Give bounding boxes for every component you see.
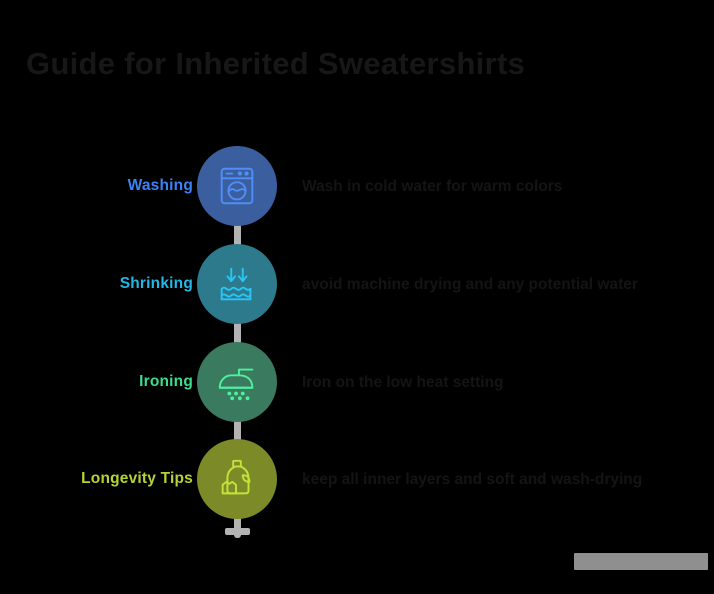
timeline-step[interactable]: Ironing Iron on the low heat setting [0, 341, 714, 423]
timeline-step[interactable]: Washing Wash in cold water for warm colo… [0, 145, 714, 227]
step-description-washing: Wash in cold water for warm colors [302, 177, 563, 195]
page-title: Guide for Inherited Sweatershirts [26, 46, 526, 81]
step-node-washing[interactable] [197, 146, 277, 226]
watermark-bar [574, 553, 708, 570]
step-description-shrinking: avoid machine drying and any potential w… [302, 275, 638, 293]
step-node-longevity-tips[interactable] [197, 439, 277, 519]
step-node-shrinking[interactable] [197, 244, 277, 324]
washing-machine-icon [214, 163, 260, 209]
step-description-ironing: Iron on the low heat setting [302, 373, 504, 391]
step-label-longevity-tips: Longevity Tips [81, 470, 193, 487]
water-shrink-icon [214, 261, 260, 307]
step-description-longevity-tips: keep all inner layers and soft and wash-… [302, 470, 643, 488]
step-label-ironing: Ironing [139, 373, 193, 390]
step-label-washing: Washing [127, 177, 193, 194]
timeline-step[interactable]: Longevity Tips keep all inner layers and… [0, 438, 714, 520]
step-label-shrinking: Shrinking [119, 275, 193, 292]
iron-steam-icon [214, 359, 260, 405]
step-node-ironing[interactable] [197, 342, 277, 422]
timeline-step[interactable]: Shrinking avoid machine drying and any p… [0, 243, 714, 325]
detergent-bottle-icon [214, 456, 260, 502]
timeline-end-marker [225, 528, 250, 535]
